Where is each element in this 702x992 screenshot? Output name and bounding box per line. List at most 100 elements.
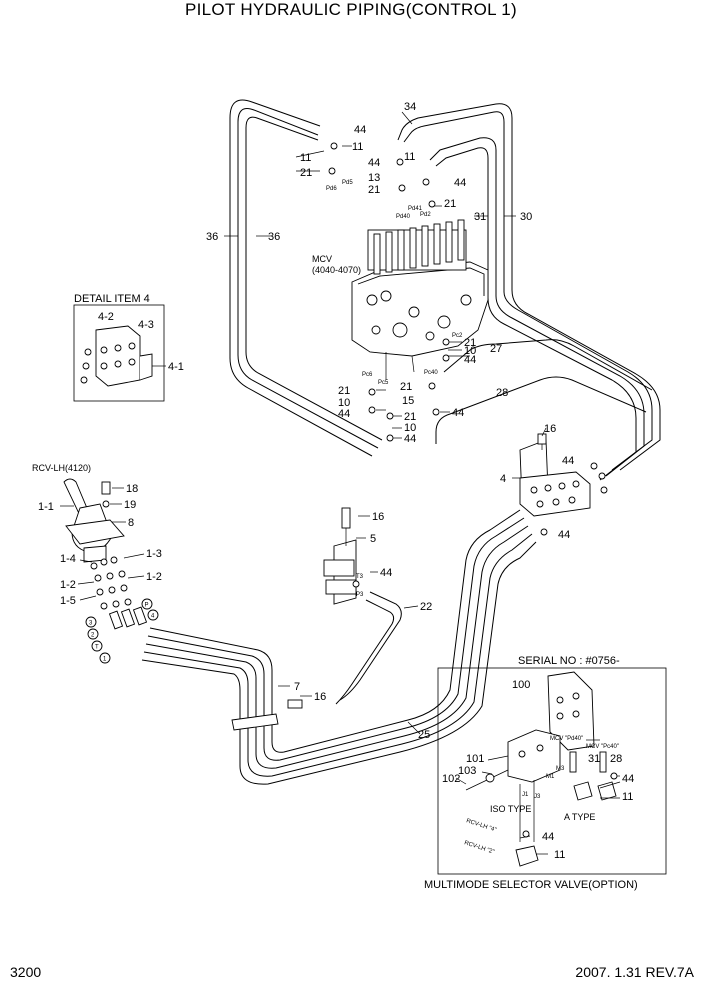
label-10: 10 bbox=[404, 422, 416, 434]
port-label: Pd40 bbox=[396, 214, 411, 220]
label-21: 21 bbox=[338, 385, 350, 397]
port-label: Pd2 bbox=[420, 212, 431, 218]
label-44: 44 bbox=[454, 177, 466, 189]
port-label: Pc6 bbox=[362, 372, 373, 378]
label-44: 44 bbox=[338, 408, 350, 420]
port-label: M1 bbox=[546, 774, 555, 780]
label-44: 44 bbox=[464, 354, 476, 366]
circle-label-2: 2 bbox=[91, 633, 95, 639]
circle-label-1: 1 bbox=[103, 657, 107, 663]
valve-4 bbox=[519, 433, 591, 517]
label-1-2: 1-2 bbox=[146, 571, 162, 583]
heading-labels: DETAIL ITEM 4 SERIAL NO : #0756- MCV (40… bbox=[32, 254, 638, 891]
circle-label-4: 4 bbox=[151, 614, 155, 620]
circle-label-t: T bbox=[95, 645, 99, 651]
label-21: 21 bbox=[368, 184, 380, 196]
label-13: 13 bbox=[368, 172, 380, 184]
label-4-2: 4-2 bbox=[98, 311, 114, 323]
rcv-label: RCV-LH(4120) bbox=[32, 463, 91, 473]
circle-label-p: P bbox=[145, 603, 149, 609]
label-25: 25 bbox=[418, 729, 430, 741]
label-16: 16 bbox=[372, 511, 384, 523]
label-22: 22 bbox=[420, 601, 432, 613]
label-1-3: 1-3 bbox=[146, 548, 162, 560]
port-label: Pc2 bbox=[452, 333, 463, 339]
pipe-36-loop bbox=[229, 99, 383, 457]
label-44: 44 bbox=[354, 124, 366, 136]
label-28: 28 bbox=[610, 753, 622, 765]
label-21: 21 bbox=[464, 337, 476, 349]
label-31: 31 bbox=[474, 211, 486, 223]
rcv-lh-2-label: RCV-LH "2" bbox=[463, 840, 495, 855]
port-labels: Pd5 Pd6 Pd41 Pd40 Pd2 Pc2 Pc6 Pc5 Pc40 M… bbox=[326, 180, 565, 800]
mcv-pd40-label: MCV "Pd40" bbox=[550, 736, 583, 742]
port-label: P3 bbox=[356, 592, 364, 598]
port-label: Pd41 bbox=[408, 206, 423, 212]
label-7: 7 bbox=[294, 681, 300, 693]
callout-labels: 34 44 11 11 21 11 44 13 21 44 21 31 30 3… bbox=[38, 101, 634, 861]
label-11: 11 bbox=[622, 791, 633, 803]
label-11: 11 bbox=[554, 849, 565, 861]
label-44: 44 bbox=[622, 773, 634, 785]
label-19: 19 bbox=[124, 499, 136, 511]
revision-info: 2007. 1.31 REV.7A bbox=[575, 964, 694, 980]
label-10: 10 bbox=[464, 345, 476, 357]
a-type-label: A TYPE bbox=[564, 812, 595, 822]
label-4-3: 4-3 bbox=[138, 319, 154, 331]
label-21: 21 bbox=[404, 411, 416, 423]
label-36: 36 bbox=[268, 231, 280, 243]
port-label: Pd6 bbox=[326, 186, 337, 192]
page-number: 3200 bbox=[10, 964, 42, 980]
label-27: 27 bbox=[490, 343, 502, 355]
label-1-1: 1-1 bbox=[38, 501, 54, 513]
label-44: 44 bbox=[368, 157, 380, 169]
label-102: 102 bbox=[442, 773, 460, 785]
label-11: 11 bbox=[404, 151, 415, 163]
label-21: 21 bbox=[444, 198, 456, 210]
rcv-lh-joystick bbox=[63, 478, 125, 563]
label-28: 28 bbox=[496, 387, 508, 399]
circled-labels: P 4 3 2 T 1 bbox=[85, 598, 159, 664]
mcv-model-label: (4040-4070) bbox=[312, 265, 361, 275]
port-label: T3 bbox=[356, 574, 364, 580]
label-100: 100 bbox=[512, 679, 530, 691]
label-4: 4 bbox=[500, 473, 506, 485]
label-44: 44 bbox=[404, 433, 416, 445]
label-44: 44 bbox=[452, 407, 464, 419]
label-4-1: 4-1 bbox=[168, 361, 184, 373]
port-label: Pd5 bbox=[342, 180, 353, 186]
port-label: M3 bbox=[556, 766, 565, 772]
detail-item-heading: DETAIL ITEM 4 bbox=[74, 293, 150, 305]
mcv-pc40-label: MCV "Pc40" bbox=[586, 744, 619, 750]
label-21: 21 bbox=[400, 381, 412, 393]
label-16: 16 bbox=[314, 691, 326, 703]
label-16: 16 bbox=[544, 423, 556, 435]
label-101: 101 bbox=[466, 753, 484, 765]
port-label: J3 bbox=[534, 794, 541, 800]
label-11: 11 bbox=[300, 152, 311, 164]
label-1-4: 1-4 bbox=[60, 553, 76, 565]
iso-type-label: ISO TYPE bbox=[490, 804, 531, 814]
label-36: 36 bbox=[206, 231, 218, 243]
mcv-block bbox=[351, 219, 489, 380]
label-31: 31 bbox=[588, 753, 600, 765]
label-1-5: 1-5 bbox=[60, 595, 76, 607]
label-5: 5 bbox=[370, 533, 376, 545]
label-44: 44 bbox=[542, 831, 554, 843]
o-rings bbox=[328, 142, 618, 838]
label-8: 8 bbox=[128, 517, 134, 529]
multimode-heading: MULTIMODE SELECTOR VALVE(OPTION) bbox=[424, 879, 638, 891]
mcv-label: MCV bbox=[312, 254, 332, 264]
label-21: 21 bbox=[300, 167, 312, 179]
detail-item-4-box bbox=[73, 304, 166, 402]
label-11: 11 bbox=[352, 141, 363, 153]
pipe-27-28 bbox=[435, 339, 653, 444]
bracket-5 bbox=[323, 507, 357, 605]
port-label: Pc40 bbox=[424, 370, 438, 376]
label-44: 44 bbox=[558, 529, 570, 541]
pipe-22 bbox=[335, 591, 402, 705]
port-label: J1 bbox=[522, 792, 529, 798]
pipe-25-bundle bbox=[141, 509, 537, 785]
